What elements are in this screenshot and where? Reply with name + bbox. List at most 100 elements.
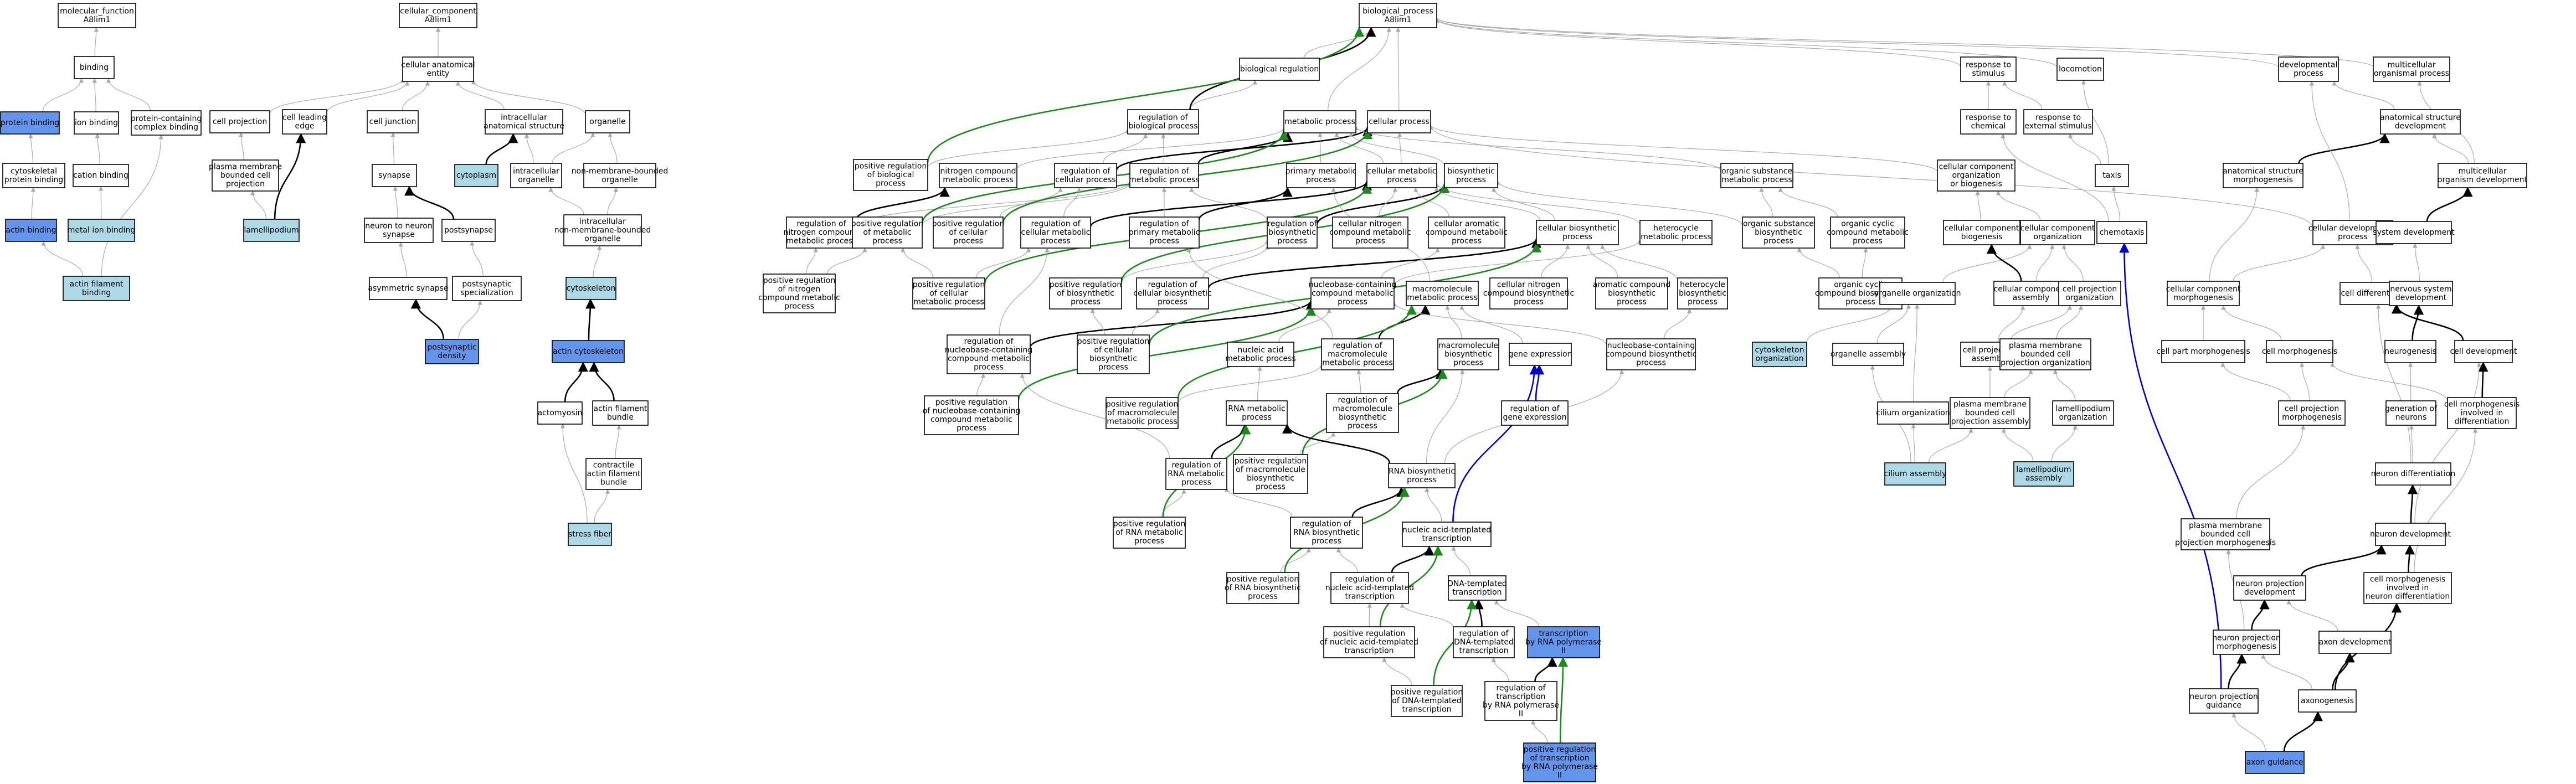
term-node-cation_binding[interactable]: cation binding — [73, 164, 129, 187]
term-node-binding[interactable]: binding — [74, 56, 115, 79]
term-node-cell_part_morph[interactable]: cell part morphogenesis — [2156, 340, 2250, 363]
term-node-organelle_org[interactable]: organelle organization — [1874, 282, 1961, 305]
term-node-intra_nmb_organelle[interactable]: intracellularnon-membrane-boundedorganel… — [554, 214, 651, 246]
term-node-lamellipodium[interactable]: lamellipodium — [243, 219, 300, 242]
term-node-reg_nucleobase[interactable]: regulation ofnucleobase-containingcompou… — [945, 334, 1033, 374]
term-node-actomyosin[interactable]: actomyosin — [537, 401, 583, 425]
term-node-gene_expression[interactable]: gene expression — [1509, 343, 1572, 366]
term-node-neurogenesis[interactable]: neurogenesis — [2384, 340, 2436, 363]
term-node-axon_guidance[interactable]: axon guidance — [2245, 751, 2305, 774]
term-node-actin_cytoskeleton[interactable]: actin cytoskeleton — [552, 340, 625, 363]
term-node-postsynapse[interactable]: postsynapse — [441, 219, 496, 242]
term-node-organelle_assembly[interactable]: organelle assembly — [1831, 343, 1906, 366]
term-node-axon_development[interactable]: axon development — [2318, 631, 2392, 654]
term-node-protein_binding[interactable]: protein binding — [0, 111, 60, 135]
term-node-system_development[interactable]: system development — [2373, 221, 2455, 244]
term-node-cilium_org[interactable]: cilium organization — [1876, 401, 1950, 425]
term-node-cilium_assembly[interactable]: cilium assembly — [1884, 462, 1947, 486]
term-node-metal_ion_binding[interactable]: metal ion binding — [68, 219, 136, 242]
term-node-reg_macromolecule_bsp[interactable]: regulation ofmacromoleculebiosyntheticpr… — [1326, 393, 1399, 433]
term-node-actin_binding[interactable]: actin binding — [5, 219, 57, 242]
term-node-cell_morphogenesis[interactable]: cell morphogenesis — [2262, 340, 2337, 363]
term-node-cell_development[interactable]: cell development — [2450, 340, 2517, 363]
term-node-biological_regulation[interactable]: biological regulation — [1239, 58, 1320, 81]
